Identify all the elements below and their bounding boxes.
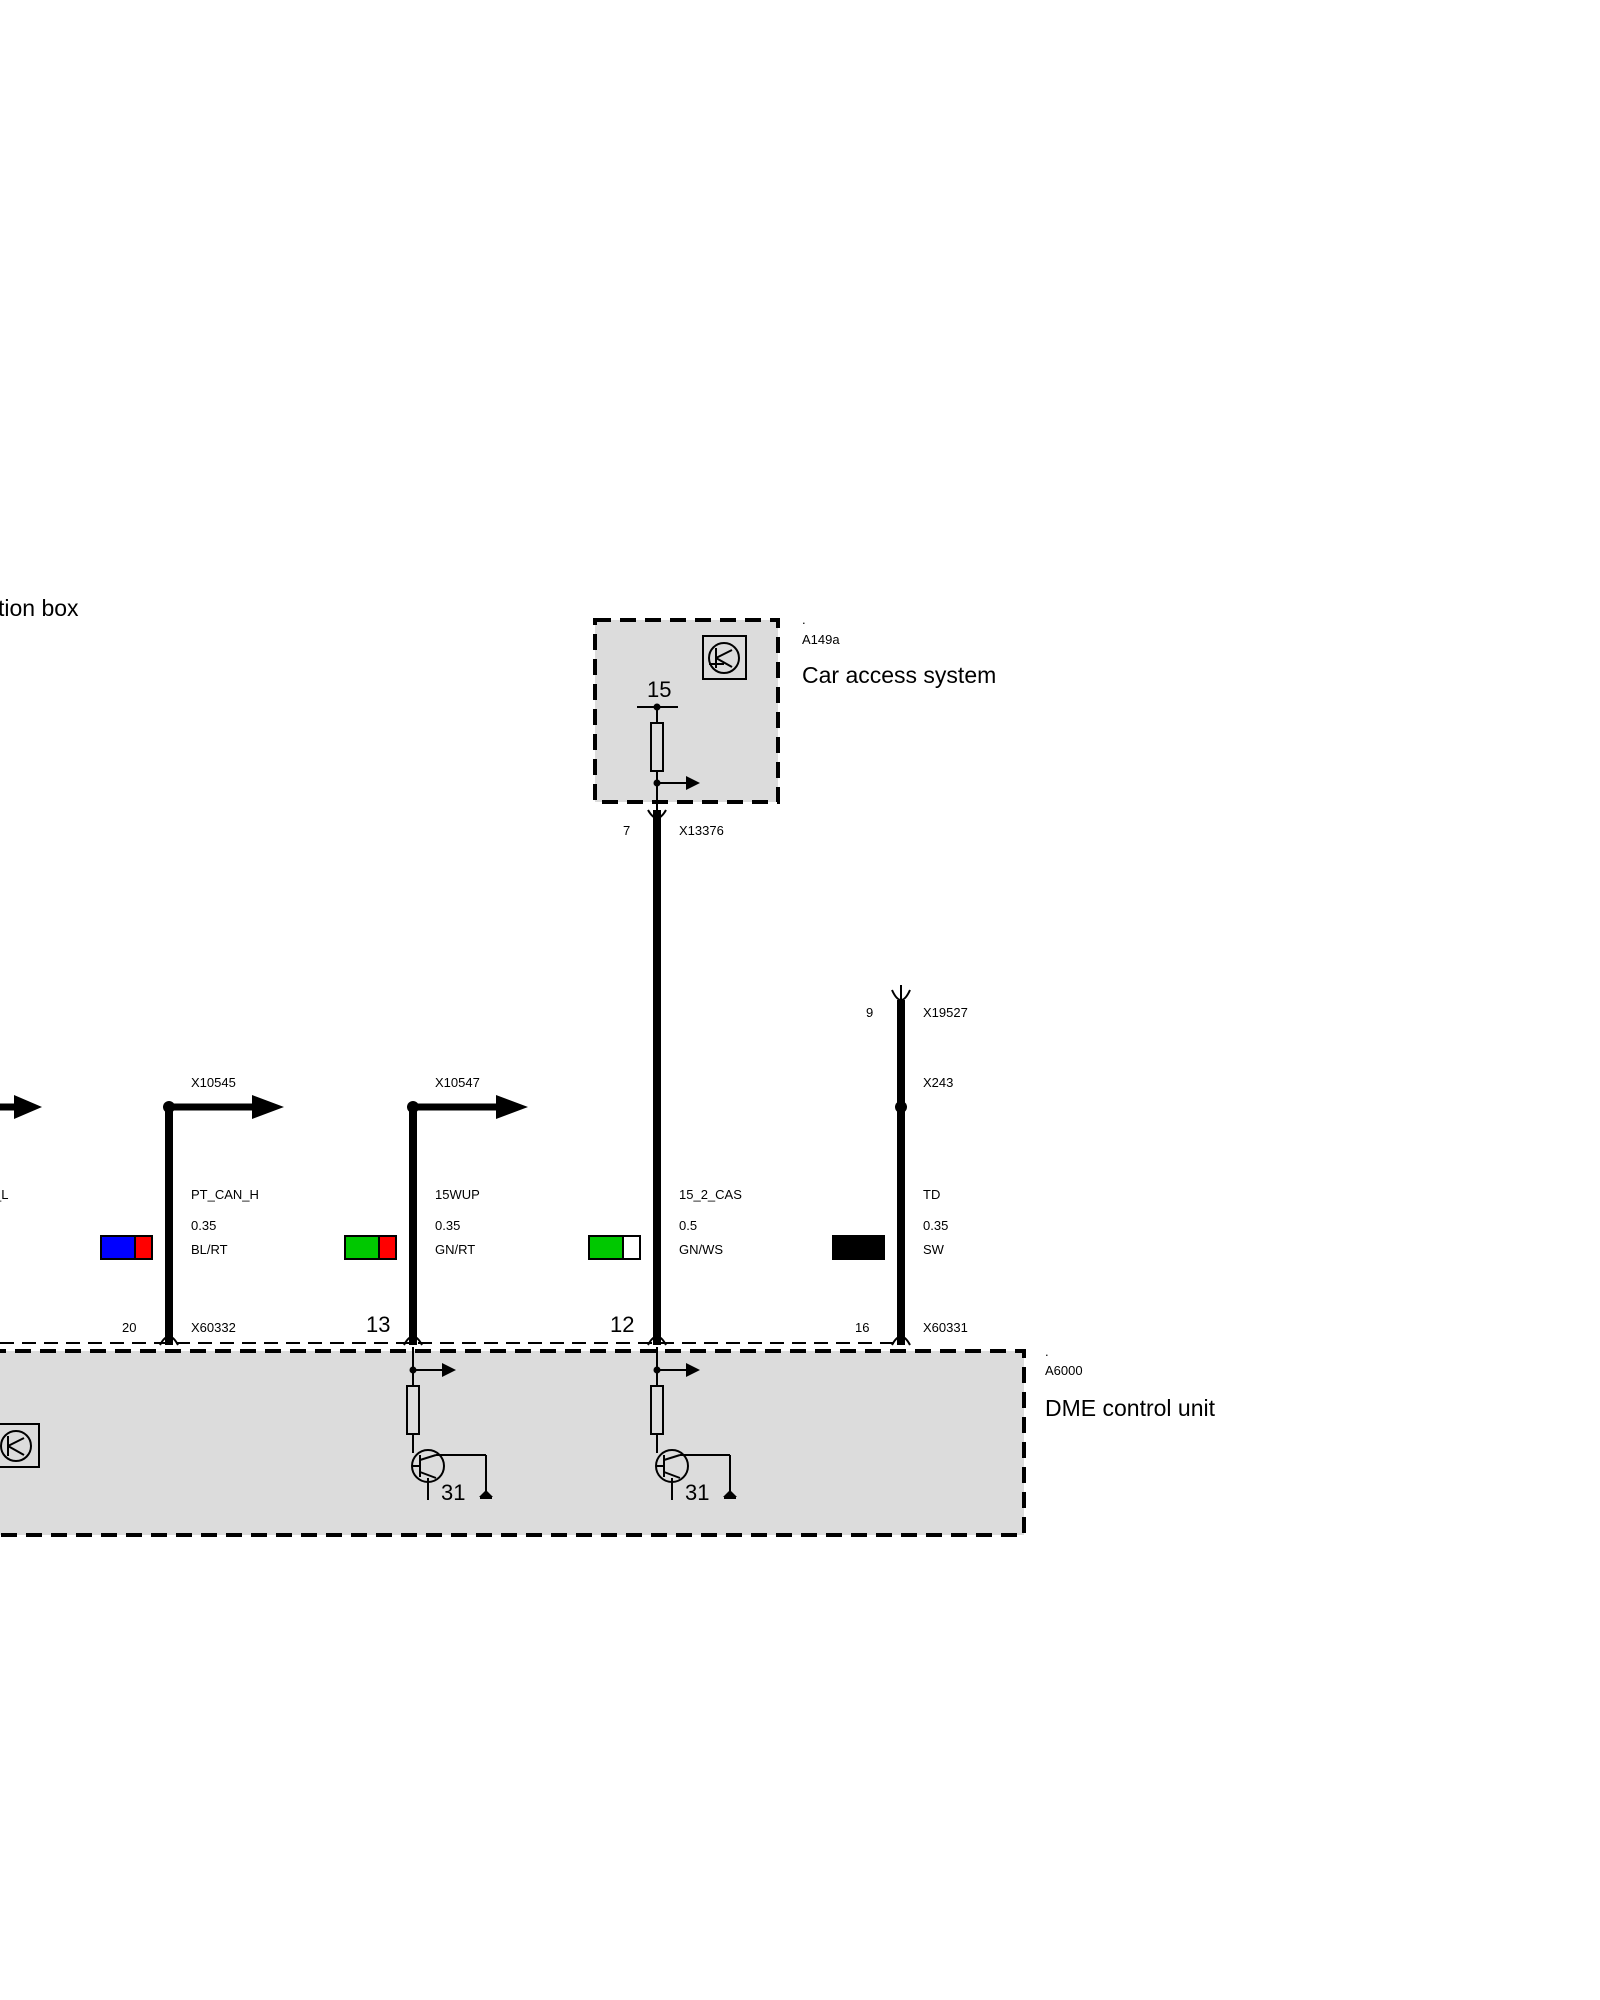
wire-size-label: 0.5 [679, 1218, 697, 1233]
wire-pt-can-h: X10545 PT_CAN_H 0.35 BL/RT 20 X60332 [100, 1075, 284, 1346]
wire-size-label: 0.35 [191, 1218, 216, 1233]
electronic-module-icon [0, 1423, 40, 1468]
partial-left-arrow [0, 1095, 42, 1119]
dme-id: A6000 [1045, 1363, 1083, 1378]
wire-signal-label: PT_CAN_H [191, 1187, 259, 1202]
connector-x19527: X19527 [923, 1005, 968, 1020]
pin-7: 7 [623, 823, 630, 838]
arrow-icon [686, 1363, 700, 1377]
wire-15wup: X10547 15WUP 0.35 GN/RT 13 [344, 1075, 528, 1346]
wire-color-swatch [344, 1235, 397, 1260]
wire-td: 9 X19527 X243 TD 0.35 SW 16 X60331 [832, 985, 968, 1346]
pin-13: 13 [366, 1312, 390, 1337]
wire-size-label: 0.35 [435, 1218, 460, 1233]
wire-signal-label: TD [923, 1187, 940, 1202]
resistor-icon [650, 722, 664, 772]
wire-color-code: GN/WS [679, 1242, 723, 1257]
wire-color-swatch [832, 1235, 885, 1260]
arrow-icon [442, 1363, 456, 1377]
terminal-15-label: 15 [647, 677, 671, 702]
arrow-icon [686, 776, 700, 790]
splice-x243: X243 [923, 1075, 953, 1090]
connector-x60331: X60331 [923, 1320, 968, 1335]
pin-12: 12 [610, 1312, 634, 1337]
arrow-icon [14, 1095, 42, 1119]
connector-x13376: X13376 [679, 823, 724, 838]
pin-20: 20 [122, 1320, 136, 1335]
dme-dot: . [1045, 1344, 1049, 1359]
transistor-stage-2: 31 [650, 1347, 737, 1505]
wire-color-swatch [100, 1235, 153, 1260]
arrow-icon [496, 1095, 528, 1119]
wire-color-code: SW [923, 1242, 945, 1257]
resistor-icon [406, 1385, 420, 1435]
car-access-system: 15 . A149a Car access system [593, 612, 996, 810]
connector-x10547: X10547 [435, 1075, 480, 1090]
ground-31-label: 31 [685, 1480, 709, 1505]
electronic-module-icon [702, 635, 747, 680]
car-access-box [593, 618, 780, 804]
pin-9: 9 [866, 1005, 873, 1020]
connector-x10545: X10545 [191, 1075, 236, 1090]
car-access-id: A149a [802, 632, 840, 647]
resistor-icon [650, 1385, 664, 1435]
dme-control-unit: . A6000 DME control unit 31 [0, 1344, 1216, 1537]
wire-color-code: GN/RT [435, 1242, 475, 1257]
wire-signal-label: 15_2_CAS [679, 1187, 742, 1202]
pin-16: 16 [855, 1320, 869, 1335]
partial-component-label: tion box [0, 595, 79, 621]
wire-color-swatch [588, 1235, 641, 1260]
ground-31-label: 31 [441, 1480, 465, 1505]
wire-color-code: BL/RT [191, 1242, 228, 1257]
splice-dot [895, 1101, 907, 1113]
wire-15-2-cas: 7 X13376 15_2_CAS 0.5 GN/WS 12 [588, 809, 742, 1346]
partial-signal-label: _L [0, 1187, 8, 1202]
dme-box [0, 1349, 1026, 1537]
connector-x60332: X60332 [191, 1320, 236, 1335]
dme-name: DME control unit [1045, 1395, 1216, 1421]
transistor-stage-1: 31 [406, 1347, 493, 1505]
car-access-dot: . [802, 612, 806, 627]
wire-size-label: 0.35 [923, 1218, 948, 1233]
car-access-name: Car access system [802, 662, 996, 688]
wire-signal-label: 15WUP [435, 1187, 480, 1202]
arrow-icon [252, 1095, 284, 1119]
